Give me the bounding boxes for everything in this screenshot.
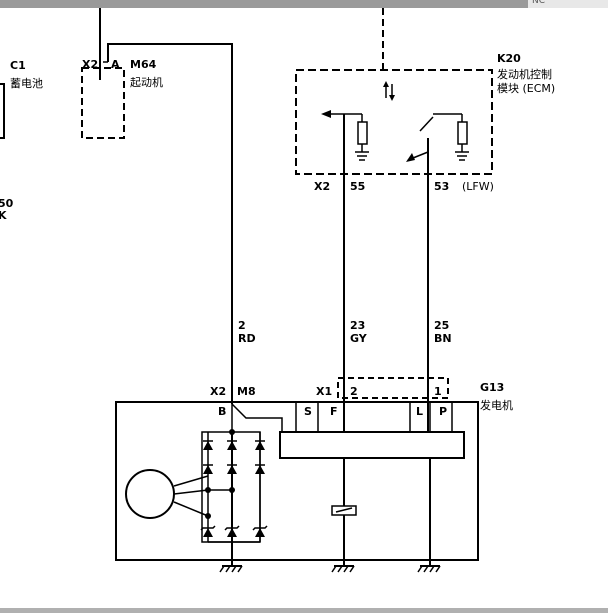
- ground-icon-b: [219, 565, 243, 573]
- generator-terminal-b: M8: [237, 385, 256, 398]
- diode-upper-2: [227, 441, 237, 450]
- wire-25-color: BN: [434, 332, 452, 345]
- ecm-arrow-up-head: [383, 81, 389, 87]
- diode-mid-2: [227, 465, 237, 474]
- voltage-regulator: [279, 431, 465, 459]
- ecm-right-arrow-head: [406, 153, 415, 162]
- regulator-connector-x1: [337, 377, 449, 399]
- terminal-f: F: [330, 405, 338, 418]
- ecm-name-line2: 模块 (ECM): [497, 82, 555, 95]
- starter-m64: X2 A M64 起动机: [81, 8, 163, 139]
- wire-23-circuit: 23: [350, 319, 365, 332]
- ecm-pin-55: 55: [350, 180, 365, 193]
- left-partial-line2: K: [0, 209, 7, 222]
- diode-lower-3: [255, 528, 265, 537]
- starter-connector: X2: [82, 58, 98, 71]
- wire-2-circuit: 2: [238, 319, 246, 332]
- starter-pin: A: [111, 58, 120, 71]
- generator-body: [115, 401, 479, 561]
- ground-icon-f: [331, 565, 355, 573]
- regulator-connector-label: X1: [316, 385, 332, 398]
- generator-name: 发电机: [480, 398, 513, 412]
- bottom-window-bar: [0, 608, 608, 613]
- ecm-k20: K20 发动机控制 模块 (ECM) X2 55 53 (LFW): [295, 8, 555, 193]
- generator-connector-b: X2: [210, 385, 226, 398]
- regulator-pin-1: 1: [434, 385, 442, 398]
- diode-lower-2: [227, 528, 237, 537]
- diode-upper-3: [255, 441, 265, 450]
- stator-winding: [125, 469, 175, 519]
- top-window-bar: [0, 0, 608, 8]
- wire-23-color: GY: [350, 332, 368, 345]
- terminal-s: S: [304, 405, 312, 418]
- ecm-resistor-1: [357, 121, 368, 145]
- b-plus-internal: [231, 403, 283, 432]
- ecm-resistor-2: [457, 121, 468, 145]
- regulator-pin-2: 2: [350, 385, 358, 398]
- ecm-left-arrow-head: [321, 110, 331, 118]
- ecm-arrow-down-head: [389, 95, 395, 101]
- starter-name: 起动机: [130, 75, 163, 89]
- ecm-ref: K20: [497, 52, 521, 65]
- ecm-ground-2-icon: [455, 151, 469, 161]
- ecm-name-line1: 发动机控制: [497, 67, 552, 81]
- starter-ref: M64: [130, 58, 157, 71]
- battery-ref: C1: [10, 59, 26, 72]
- ecm-pin-53: 53: [434, 180, 449, 193]
- left-partial-line1: 50: [0, 197, 14, 210]
- diode-mid-1: [203, 465, 213, 474]
- generator-ref: G13: [480, 381, 504, 394]
- starter-body: [81, 67, 125, 139]
- generator-g13: G13 发电机 X2 M8 X1 2 1 B S F L P: [115, 377, 513, 573]
- battery-body: [0, 83, 5, 139]
- ecm-ground-1-icon: [355, 151, 369, 161]
- top-window-bar-end: [528, 0, 608, 8]
- wire-25-circuit: 25: [434, 319, 449, 332]
- ecm-connector: X2: [314, 180, 330, 193]
- battery-name: 蓄电池: [10, 77, 43, 90]
- ecm-option: (LFW): [462, 180, 494, 193]
- diode-mid-3: [255, 465, 265, 474]
- terminal-p: P: [439, 405, 447, 418]
- terminal-b: B: [218, 405, 226, 418]
- ecm-switch-blade: [419, 116, 434, 132]
- diode-upper-1: [203, 441, 213, 450]
- terminal-l: L: [416, 405, 423, 418]
- stator-leads: [173, 475, 209, 517]
- wire-2-rd: [107, 43, 233, 404]
- rectifier-bridge: [200, 420, 268, 566]
- ground-icon-p: [417, 565, 441, 573]
- field-coil-mark: [335, 507, 353, 513]
- corner-text: NC: [532, 0, 546, 6]
- ecm-body: [295, 69, 493, 175]
- wire-2-color: RD: [238, 332, 256, 345]
- battery-c1: C1 蓄电池 50 K: [0, 59, 43, 222]
- diode-lower-1: [203, 528, 213, 537]
